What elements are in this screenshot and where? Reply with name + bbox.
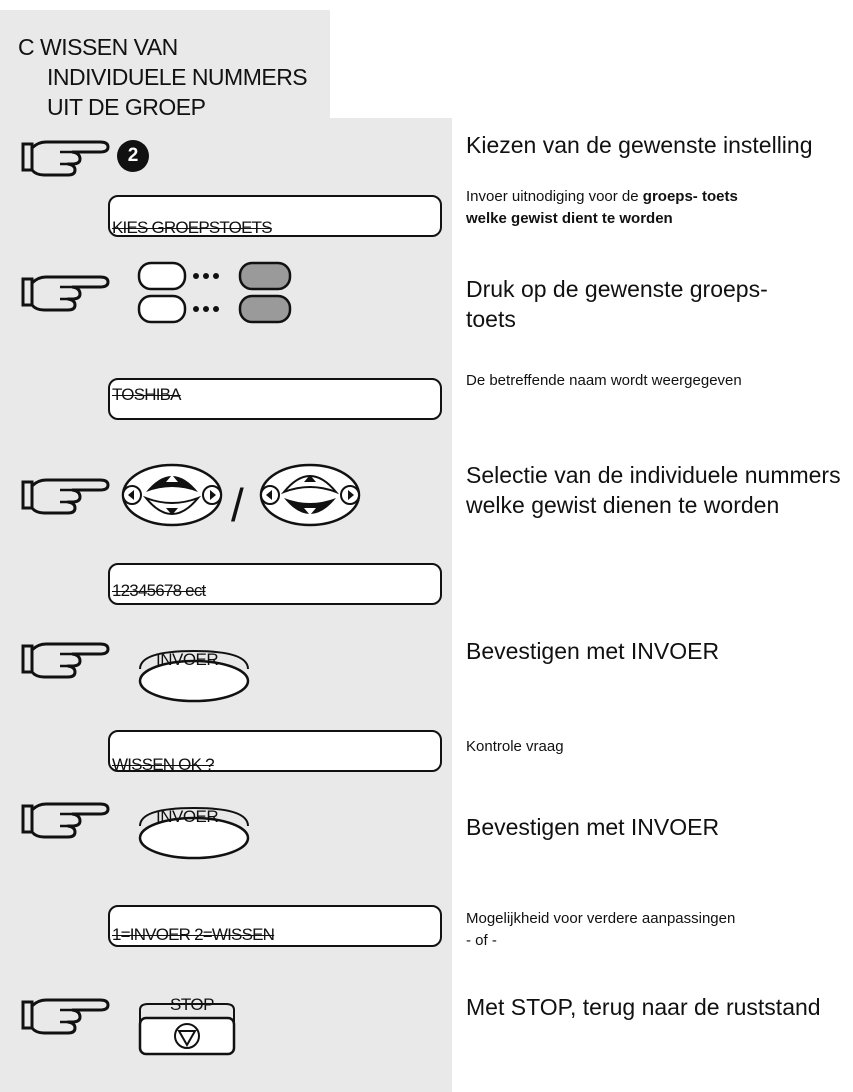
desc-confirm-2: Bevestigen met INVOER bbox=[466, 814, 720, 840]
lcd-display-2-text: TOSHIBA bbox=[112, 385, 182, 404]
pointing-hand-icon bbox=[21, 642, 110, 679]
section-title-line2: INDIVIDUELE NUMMERS bbox=[47, 64, 308, 90]
desc-stop: Met STOP, terug naar de ruststand bbox=[466, 994, 821, 1020]
navigation-keys-down-icon bbox=[259, 463, 361, 527]
lcd-display-5-text: 1=INVOER 2=WISSEN bbox=[112, 925, 275, 944]
desc-press-group-key: Druk op de gewenste groeps- toets bbox=[466, 276, 768, 332]
section-title-line1: C WISSEN VAN bbox=[18, 34, 178, 60]
desc-prompt-bold2: welke gewist dient te worden bbox=[466, 210, 673, 227]
lcd-display-4 bbox=[108, 730, 442, 772]
desc-select-numbers: Selectie van de individuele nummers welk… bbox=[466, 462, 841, 518]
lcd-display-4-text: WISSEN OK ? bbox=[112, 755, 215, 774]
lcd-display-1 bbox=[108, 195, 442, 237]
group-keys-icon bbox=[137, 261, 292, 324]
desc-further-line1: Mogelijkheid voor verdere aanpassingen bbox=[466, 910, 736, 927]
invoer-key-label-2: INVOER bbox=[156, 807, 219, 826]
stop-key-icon bbox=[138, 1003, 236, 1056]
invoer-key-label-1: INVOER bbox=[156, 650, 219, 669]
desc-confirm-1: Bevestigen met INVOER bbox=[466, 638, 720, 664]
desc-choose-setting: Kiezen van de gewenste instelling bbox=[466, 132, 813, 158]
desc-control-question: Kontrole vraag bbox=[466, 738, 564, 755]
desc-name-shown: De betreffende naam wordt weergegeven bbox=[466, 372, 742, 389]
stop-key-label: STOP bbox=[170, 995, 214, 1014]
lcd-display-3 bbox=[108, 563, 442, 605]
pointing-hand-icon bbox=[21, 140, 110, 177]
lcd-display-2 bbox=[108, 378, 442, 420]
lcd-display-3-text: 12345678 ect bbox=[112, 581, 206, 600]
desc-prompt: Invoer uitnodiging voor de groeps- toets… bbox=[466, 186, 846, 230]
pointing-hand-icon bbox=[21, 275, 110, 312]
desc-prompt-bold1: groeps- toets bbox=[642, 188, 738, 205]
invoer-key-icon-1 bbox=[138, 649, 250, 703]
pointing-hand-icon bbox=[21, 998, 110, 1035]
key-separator-slash: / bbox=[231, 479, 244, 531]
section-title-line3: UIT DE GROEP bbox=[47, 94, 206, 120]
header-panel bbox=[0, 10, 330, 128]
desc-further-line2: - of - bbox=[466, 932, 497, 949]
pointing-hand-icon bbox=[21, 802, 110, 839]
pointing-hand-icon bbox=[21, 478, 110, 515]
invoer-key-icon-2 bbox=[138, 806, 250, 860]
lcd-display-5 bbox=[108, 905, 442, 947]
lcd-display-1-text: KIES GROEPSTOETS bbox=[112, 218, 273, 237]
step-number-badge: 2 bbox=[117, 140, 149, 172]
desc-prompt-normal: Invoer uitnodiging voor de bbox=[466, 188, 643, 205]
navigation-keys-up-icon bbox=[121, 463, 223, 527]
